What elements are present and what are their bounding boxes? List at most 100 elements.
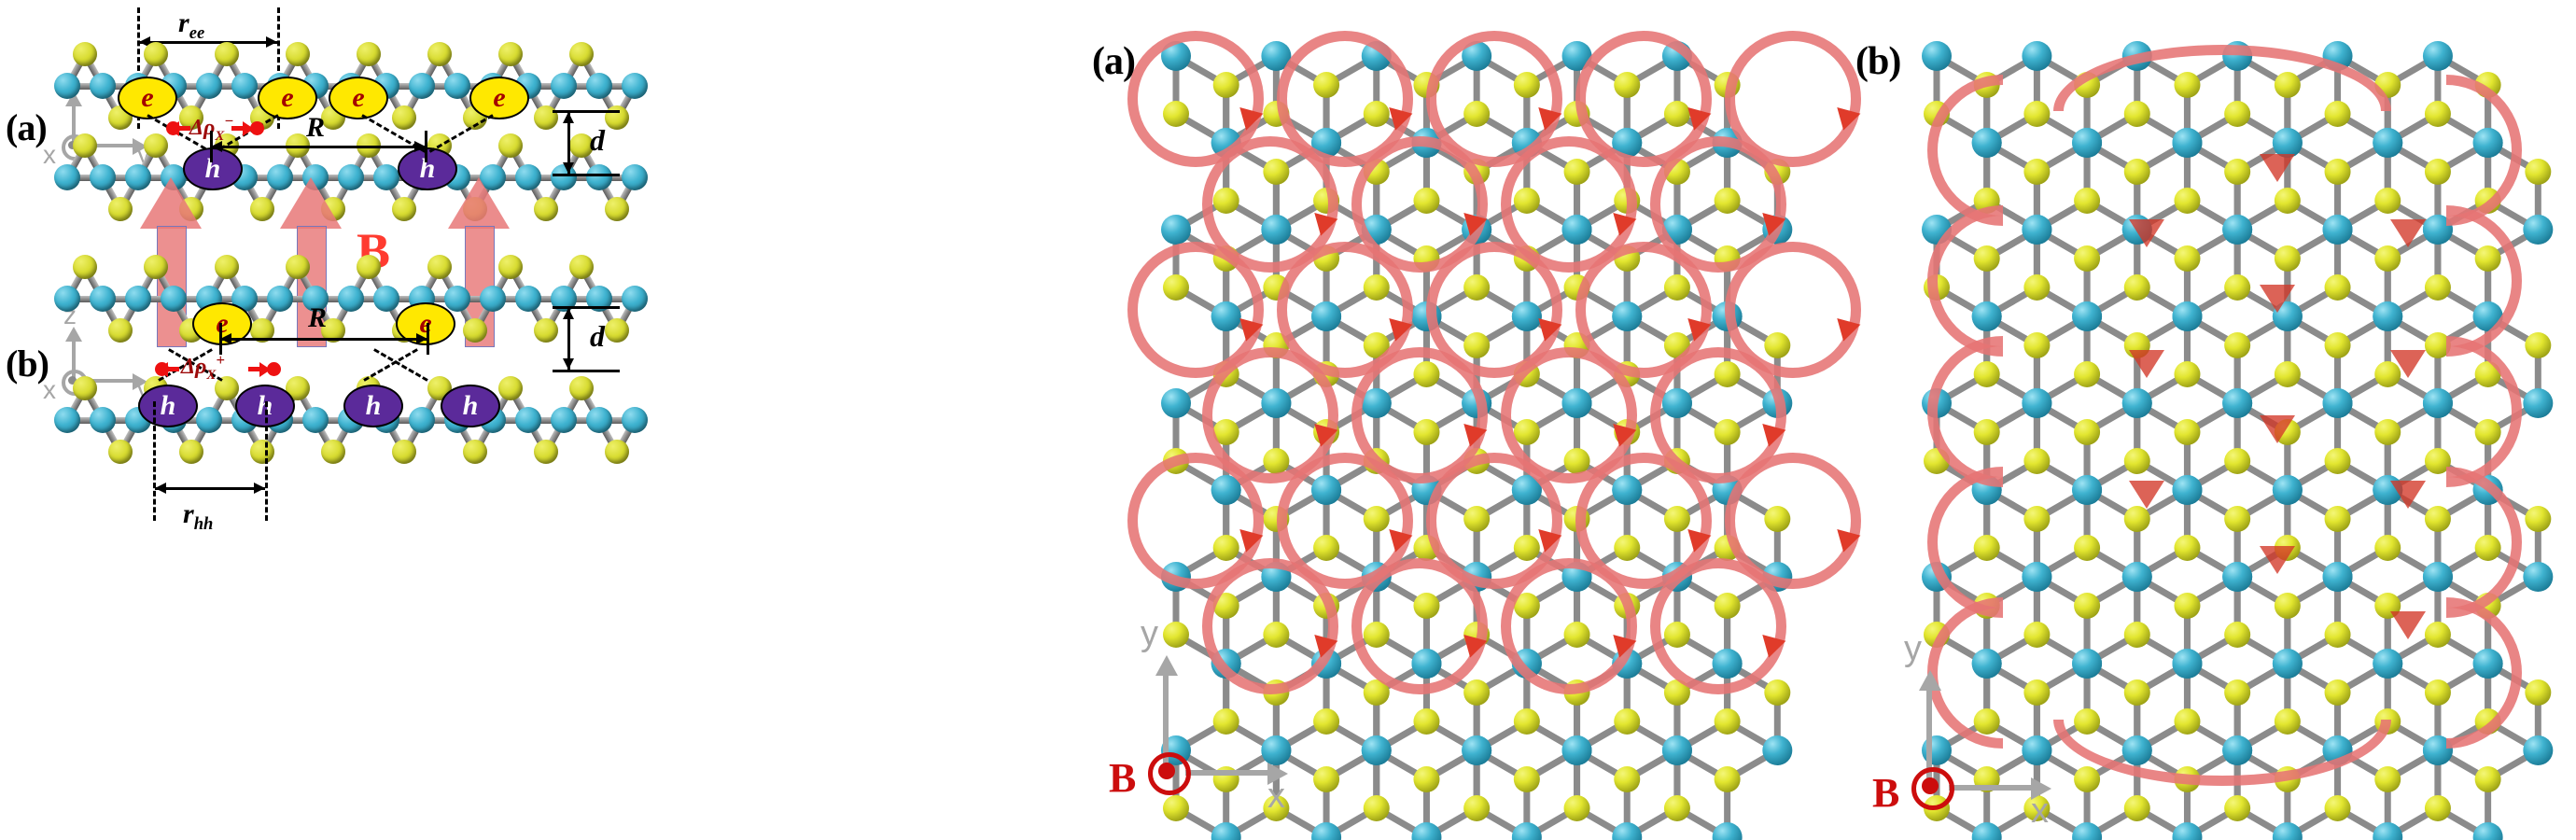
chalcogen-atom: [2525, 332, 2552, 358]
bond: [599, 175, 635, 181]
rhh-dimension-arrow: [155, 483, 265, 494]
chalcogen-atom: [2274, 535, 2301, 561]
current-loop: [1127, 242, 1264, 378]
metal-atom: [480, 286, 506, 312]
current-loop: [1351, 558, 1488, 694]
bond: [67, 296, 103, 302]
polarization-bar-left: [168, 121, 190, 136]
chalcogen-atom: [144, 255, 168, 279]
current-loop: [1501, 347, 1637, 483]
right-panel-b-field-gizmo: y x B: [1855, 612, 2070, 831]
panel-b-top-lattice: [54, 255, 648, 343]
metal-atom: [90, 407, 116, 433]
current-triangle: [2390, 481, 2426, 509]
polarization-label-b: ΔρX+: [181, 351, 225, 384]
metal-atom: [125, 286, 151, 312]
metal-atom: [586, 164, 612, 190]
chalcogen-atom: [2274, 419, 2301, 445]
metal-atom: [409, 407, 435, 433]
current-loop: [1202, 136, 1338, 273]
metal-atom: [551, 73, 577, 99]
metal-atom: [2022, 388, 2052, 418]
metal-atom: [1311, 822, 1342, 840]
chalcogen-atom: [534, 318, 558, 343]
current-arrowhead: [1682, 318, 1712, 344]
b-field-out-of-plane-dot: [1922, 777, 1939, 794]
bond: [209, 83, 245, 90]
metal-atom: [622, 286, 648, 312]
metal-atom: [622, 164, 648, 190]
right-panel-a-current-loops: [1073, 0, 1861, 840]
metal-atom: [1661, 735, 1692, 765]
ree-guide-right: [277, 7, 280, 129]
metal-atom: [1261, 735, 1292, 765]
axis-y-line: [88, 379, 136, 383]
axis-x-label: x: [2031, 791, 2049, 831]
metal-atom: [515, 407, 541, 433]
chalcogen-atom: [2023, 448, 2051, 474]
current-loop: [1650, 558, 1786, 694]
chalcogen-atom: [2324, 622, 2351, 648]
bond: [315, 417, 351, 424]
ree-label: ree: [178, 7, 204, 44]
current-loop: [1426, 453, 1562, 589]
carrier-hole: h: [441, 385, 500, 427]
chalcogen-atom: [498, 133, 523, 158]
axis-y-line: [1163, 672, 1169, 775]
metal-atom: [2272, 822, 2303, 840]
chalcogen-atom: [605, 440, 629, 464]
metal-atom: [231, 73, 258, 99]
chalcogen-atom: [2324, 506, 2351, 532]
bond: [493, 175, 528, 181]
metal-atom: [196, 73, 222, 99]
right-panel-b-edge-currents: [1839, 0, 2576, 840]
current-loop: [1202, 558, 1338, 694]
edge-current-loop: [2053, 45, 2391, 111]
metal-atom: [2172, 128, 2203, 158]
axis-x-out-of-plane-dot: [68, 141, 77, 149]
chalcogen-atom: [215, 255, 239, 279]
current-loop: [1575, 453, 1712, 589]
chalcogen-atom: [1463, 679, 1491, 706]
chalcogen-atom: [2374, 245, 2401, 272]
current-triangle: [2129, 350, 2164, 378]
rhh-label: rhh: [183, 498, 213, 535]
metal-atom: [622, 407, 648, 433]
metal-atom: [1211, 822, 1241, 840]
d-line-bottom-a: [553, 174, 620, 176]
chalcogen-atom: [427, 42, 452, 66]
bond: [528, 296, 564, 302]
chalcogen-atom: [605, 197, 629, 221]
bond: [67, 417, 103, 424]
chalcogen-atom: [73, 255, 97, 279]
chalcogen-atom: [534, 440, 558, 464]
chalcogen-atom: [73, 42, 97, 66]
chalcogen-atom: [2224, 274, 2251, 301]
metal-atom: [2022, 215, 2052, 245]
polarization-sub: X: [206, 367, 217, 383]
chalcogen-atom: [2525, 159, 2552, 185]
metal-atom: [2222, 562, 2253, 592]
metal-atom: [409, 73, 435, 99]
bond: [103, 417, 138, 424]
b-field-arrowhead: [140, 177, 202, 229]
polarization-sup: +: [216, 351, 225, 369]
current-arrowhead: [1757, 424, 1786, 450]
chalcogen-atom: [2274, 188, 2301, 214]
chalcogen-atom: [2274, 361, 2301, 387]
metal-atom: [2022, 562, 2052, 592]
chalcogen-atom: [1163, 795, 1189, 821]
current-loop: [1501, 136, 1637, 273]
current-loop: [1127, 453, 1264, 589]
current-arrowhead: [1682, 107, 1712, 133]
chalcogen-atom: [357, 42, 381, 66]
d-dimension-arrow-b: [563, 308, 574, 370]
chalcogen-atom: [1764, 679, 1791, 706]
chalcogen-atom: [2424, 448, 2451, 474]
rhh-symbol: r: [183, 498, 194, 529]
d-line-bottom-b: [553, 370, 620, 372]
current-arrowhead: [1458, 635, 1488, 661]
metal-atom: [302, 286, 329, 312]
right-panel-a-axes: y x: [1092, 597, 1307, 816]
R-tick-left-b: [219, 323, 222, 355]
